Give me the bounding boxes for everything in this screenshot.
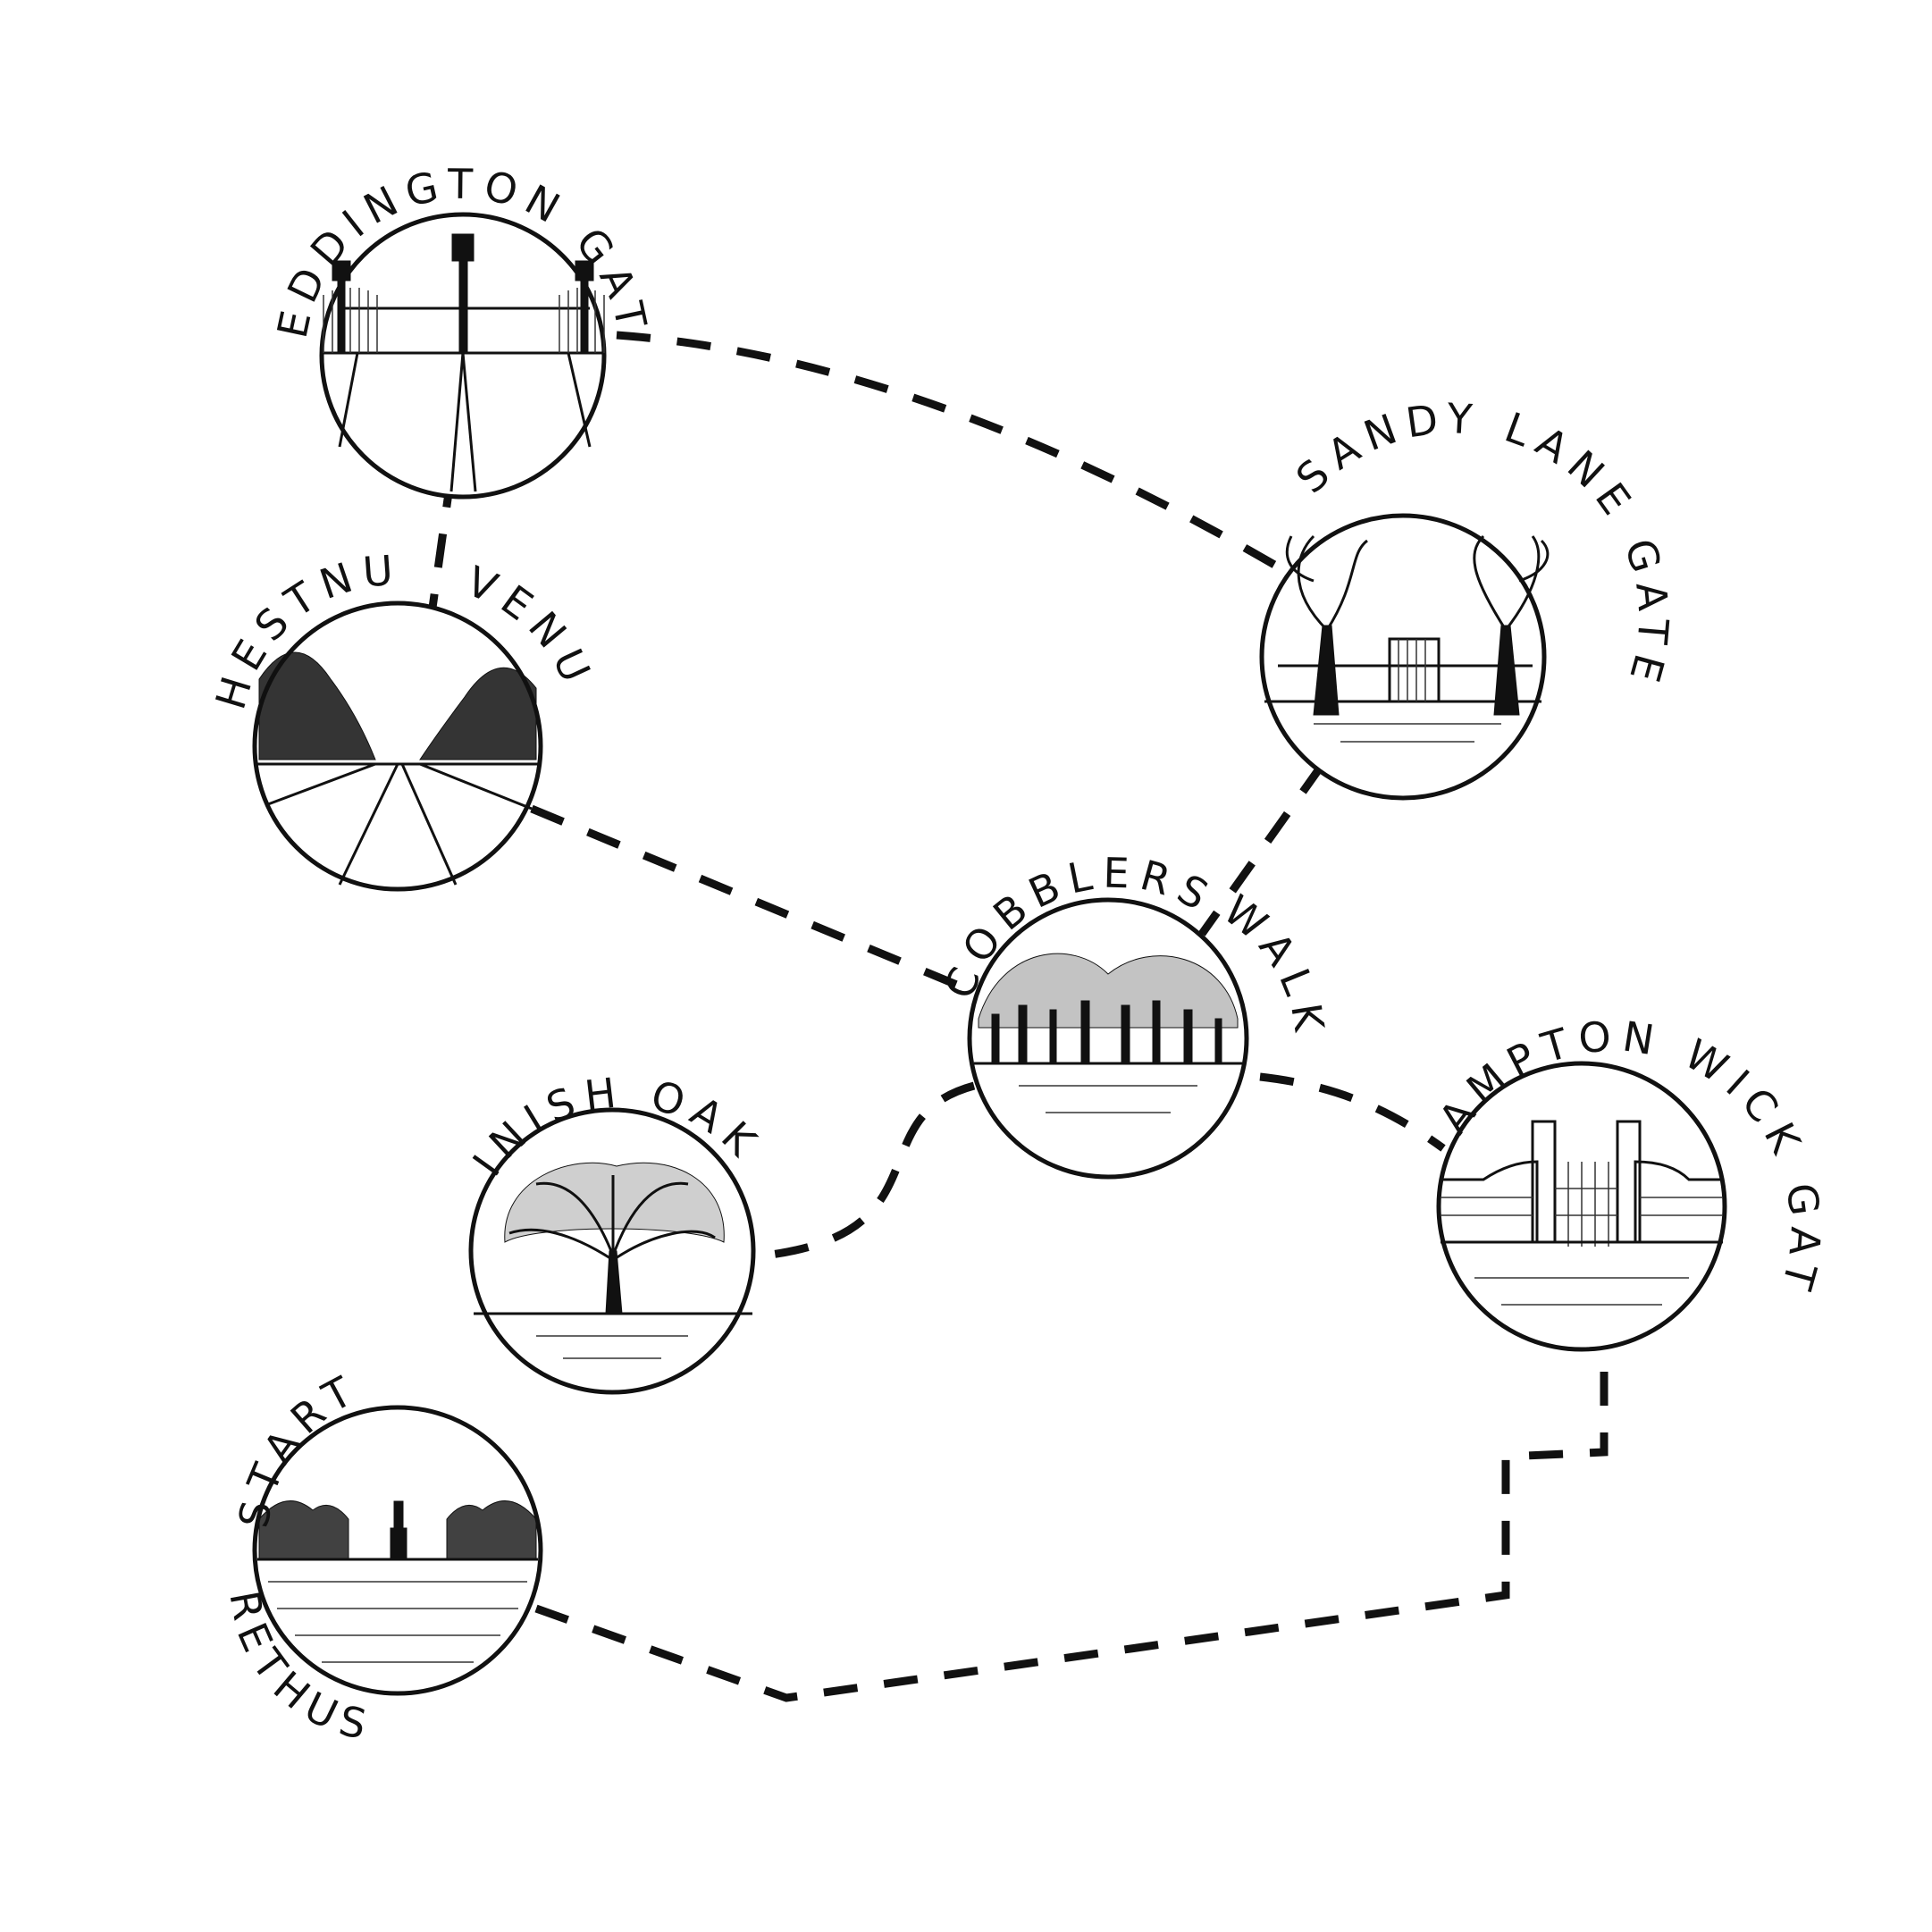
gate-with-lamps-icon xyxy=(323,233,605,492)
trees-and-gate-icon xyxy=(1264,534,1550,743)
waypoint-cobblers-walk[interactable]: COBBLERS WALK xyxy=(935,849,1335,1180)
route-cobblers-to-hampton-wick xyxy=(1259,1072,1446,1152)
woodland-icon xyxy=(974,953,1242,1113)
statue-icon xyxy=(257,1500,538,1663)
oak-tree-icon xyxy=(474,1162,752,1359)
tree-avenue-icon xyxy=(257,651,539,886)
brick-gate-icon xyxy=(1441,1120,1723,1306)
route-hampton-wick-to-start xyxy=(534,1372,1609,1702)
waypoint-sandy-lane-gate[interactable]: SANDY LANE GATE xyxy=(1259,394,1678,801)
route-teddington-to-sandy-lane xyxy=(616,331,1289,575)
route-cobblers-to-finish-oak xyxy=(763,1081,976,1260)
waypoint-teddington-gate[interactable]: TEDDINGTON GATE xyxy=(0,0,658,500)
route-chestnut-to-cobblers xyxy=(530,804,976,996)
